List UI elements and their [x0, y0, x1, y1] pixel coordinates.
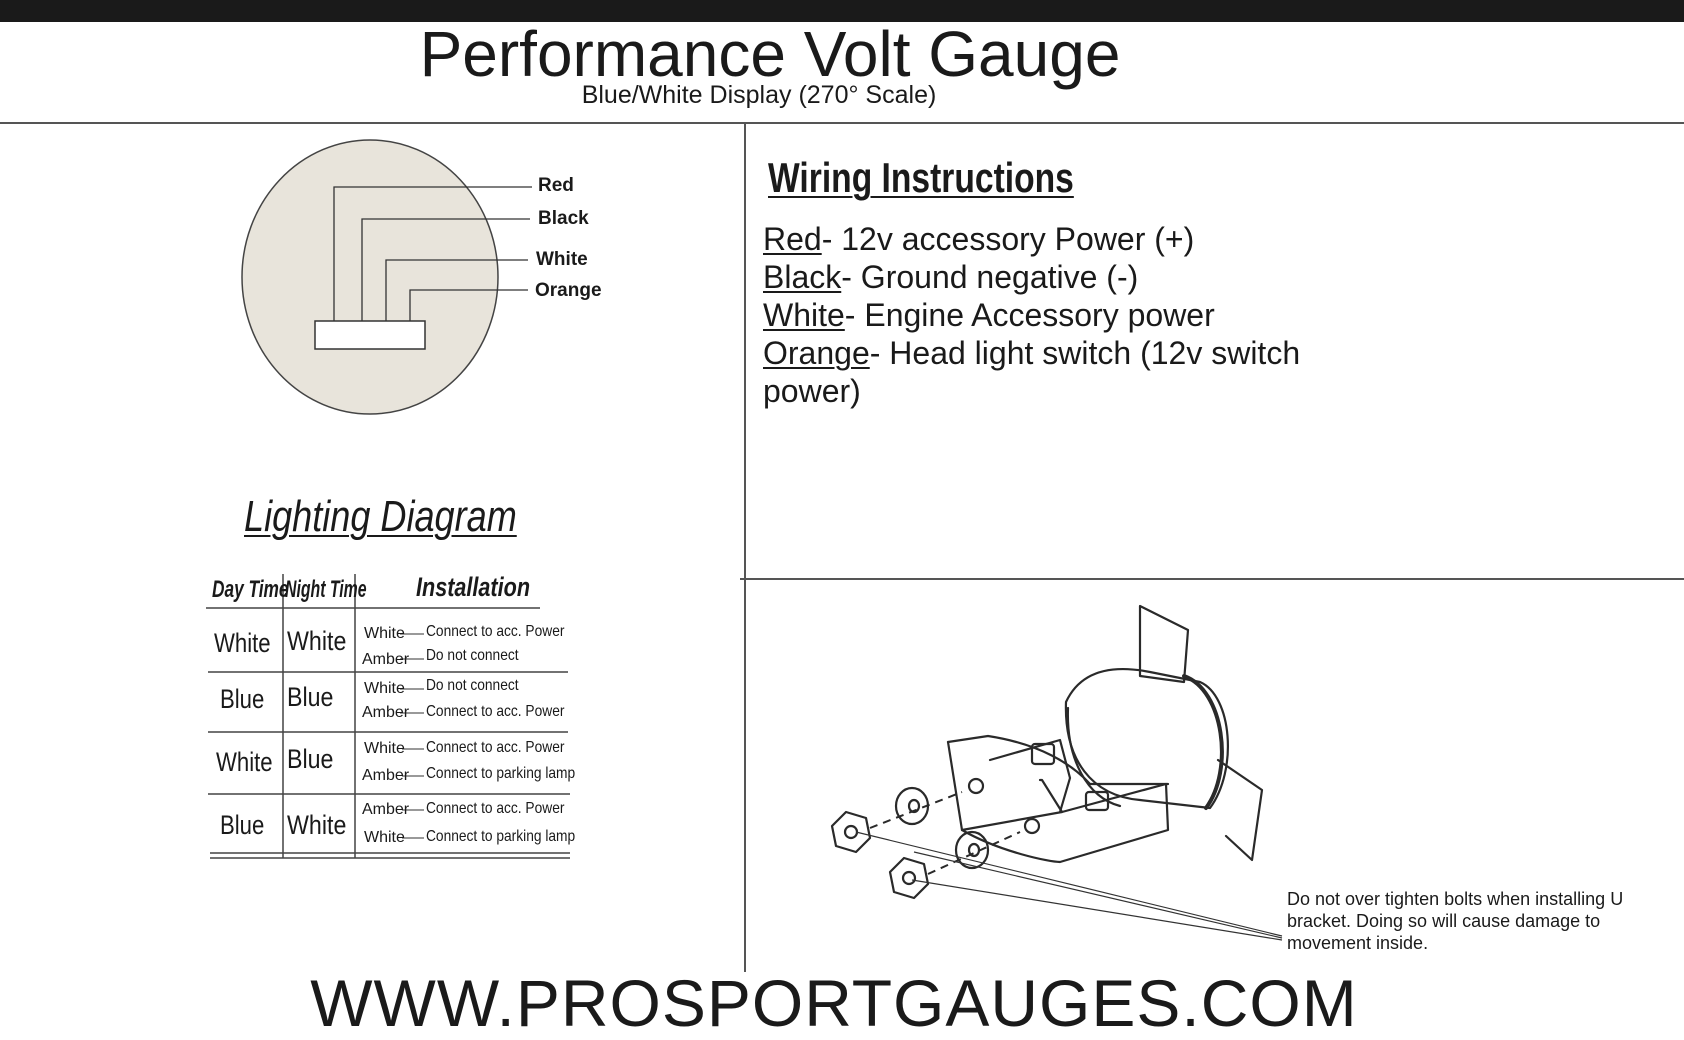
u-bracket-top — [946, 734, 1170, 786]
bracket-hole-upper — [967, 777, 985, 795]
wiring-line-white: White- Engine Accessory power — [763, 296, 1543, 334]
header-divider — [0, 122, 1684, 124]
wire-desc-red: - 12v accessory Power (+) — [821, 221, 1195, 257]
rear-flange-bottom — [1216, 758, 1264, 862]
nut-lower — [888, 856, 930, 900]
column-header-day: Day Time — [212, 576, 289, 603]
column-header-installation: Installation — [416, 572, 531, 602]
washer-lower — [954, 830, 990, 870]
right-section-divider — [740, 578, 1684, 580]
note-leader-3 — [911, 879, 1283, 941]
row2-action-b: Connect to acc. Power — [426, 703, 565, 720]
nut-lower-hole — [901, 870, 917, 886]
gauge-face — [241, 139, 499, 415]
vertical-divider — [744, 124, 746, 972]
row4-day: Blue — [220, 810, 265, 840]
washer-upper-hole — [907, 798, 921, 814]
row1-wire-b: Amber — [362, 651, 410, 668]
wire-white-line — [385, 259, 528, 321]
row3-wire-b: Amber — [362, 767, 410, 784]
nut-upper-hole — [843, 824, 859, 840]
cylinder-rim — [1182, 674, 1224, 810]
u-bracket-front — [946, 740, 1170, 864]
row1-night: White — [287, 626, 347, 656]
row2-wire-a: White — [364, 680, 405, 697]
row1-action-b: Do not connect — [426, 647, 519, 664]
row1-action-a: Connect to acc. Power — [426, 623, 565, 640]
row1-day: White — [214, 628, 271, 658]
top-bar — [0, 0, 1684, 22]
wire-orange-line — [409, 289, 528, 321]
assembly-line-upper — [869, 791, 963, 829]
bracket-warning-note: Do not over tighten bolts when installin… — [1287, 889, 1624, 953]
rear-flange-top — [1138, 604, 1190, 684]
wiring-line-continuation: power) — [763, 373, 861, 409]
wire-name-white: White — [763, 297, 845, 333]
row4-action-a: Connect to acc. Power — [426, 800, 565, 817]
row4-action-b: Connect to parking lamp — [426, 828, 576, 845]
row3-night: Blue — [287, 744, 334, 774]
stud-lower — [1084, 790, 1110, 812]
wire-name-orange: Orange — [763, 335, 870, 371]
wire-black-line — [361, 218, 530, 321]
connector-block — [314, 320, 426, 350]
assembly-line-lower — [927, 831, 1021, 875]
wire-label-white: White — [536, 249, 588, 270]
row2-night: Blue — [287, 682, 334, 712]
row3-action-a: Connect to acc. Power — [426, 739, 565, 756]
gauge-cylinder — [1064, 668, 1229, 810]
u-bracket-inner — [988, 738, 1072, 814]
row3-day: White — [216, 747, 273, 777]
bracket-hole-lower — [1023, 817, 1041, 835]
wiring-line-black: Black- Ground negative (-) — [763, 258, 1543, 296]
wiring-instructions: Red- 12v accessory Power (+) Black- Grou… — [763, 220, 1543, 410]
row2-action-a: Do not connect — [426, 677, 519, 694]
row1-wire-a: White — [364, 625, 405, 642]
page-title: Performance Volt Gauge — [419, 18, 1121, 90]
note-leader-2 — [913, 851, 1283, 939]
lighting-heading: Lighting Diagram — [244, 492, 517, 541]
wire-desc-white: - Engine Accessory power — [844, 297, 1215, 333]
wire-desc-orange: - Head light switch (12v switch — [869, 335, 1301, 371]
row3-wire-a: White — [364, 740, 405, 757]
footer-url: WWW.PROSPORTGAUGES.COM — [310, 966, 1358, 1040]
row2-wire-b: Amber — [362, 704, 410, 721]
nut-upper — [830, 810, 872, 854]
washer-upper — [894, 786, 930, 826]
u-bracket-edge — [960, 810, 1064, 832]
row3-action-b: Connect to parking lamp — [426, 765, 576, 782]
wire-name-black: Black — [763, 259, 842, 295]
wire-label-black: Black — [538, 208, 589, 229]
row2-day: Blue — [220, 684, 265, 714]
page-subtitle: Blue/White Display (270° Scale) — [581, 81, 937, 109]
wiring-heading: Wiring Instructions — [768, 154, 1074, 201]
column-header-night: Night Time — [285, 576, 367, 603]
wire-desc-black: - Ground negative (-) — [841, 259, 1139, 295]
note-leader-1 — [855, 831, 1283, 937]
wire-red-line — [333, 186, 532, 321]
row4-night: White — [287, 810, 347, 840]
wire-label-red: Red — [538, 175, 574, 196]
wire-name-red: Red — [763, 221, 822, 257]
wiring-line-red: Red- 12v accessory Power (+) — [763, 220, 1543, 258]
cylinder-end — [1066, 706, 1122, 808]
row4-wire-b: White — [364, 829, 405, 846]
wire-label-orange: Orange — [535, 280, 602, 301]
stud-upper — [1030, 742, 1056, 766]
row4-wire-a: Amber — [362, 801, 410, 818]
wiring-line-orange: Orange- Head light switch (12v switch — [763, 334, 1543, 372]
